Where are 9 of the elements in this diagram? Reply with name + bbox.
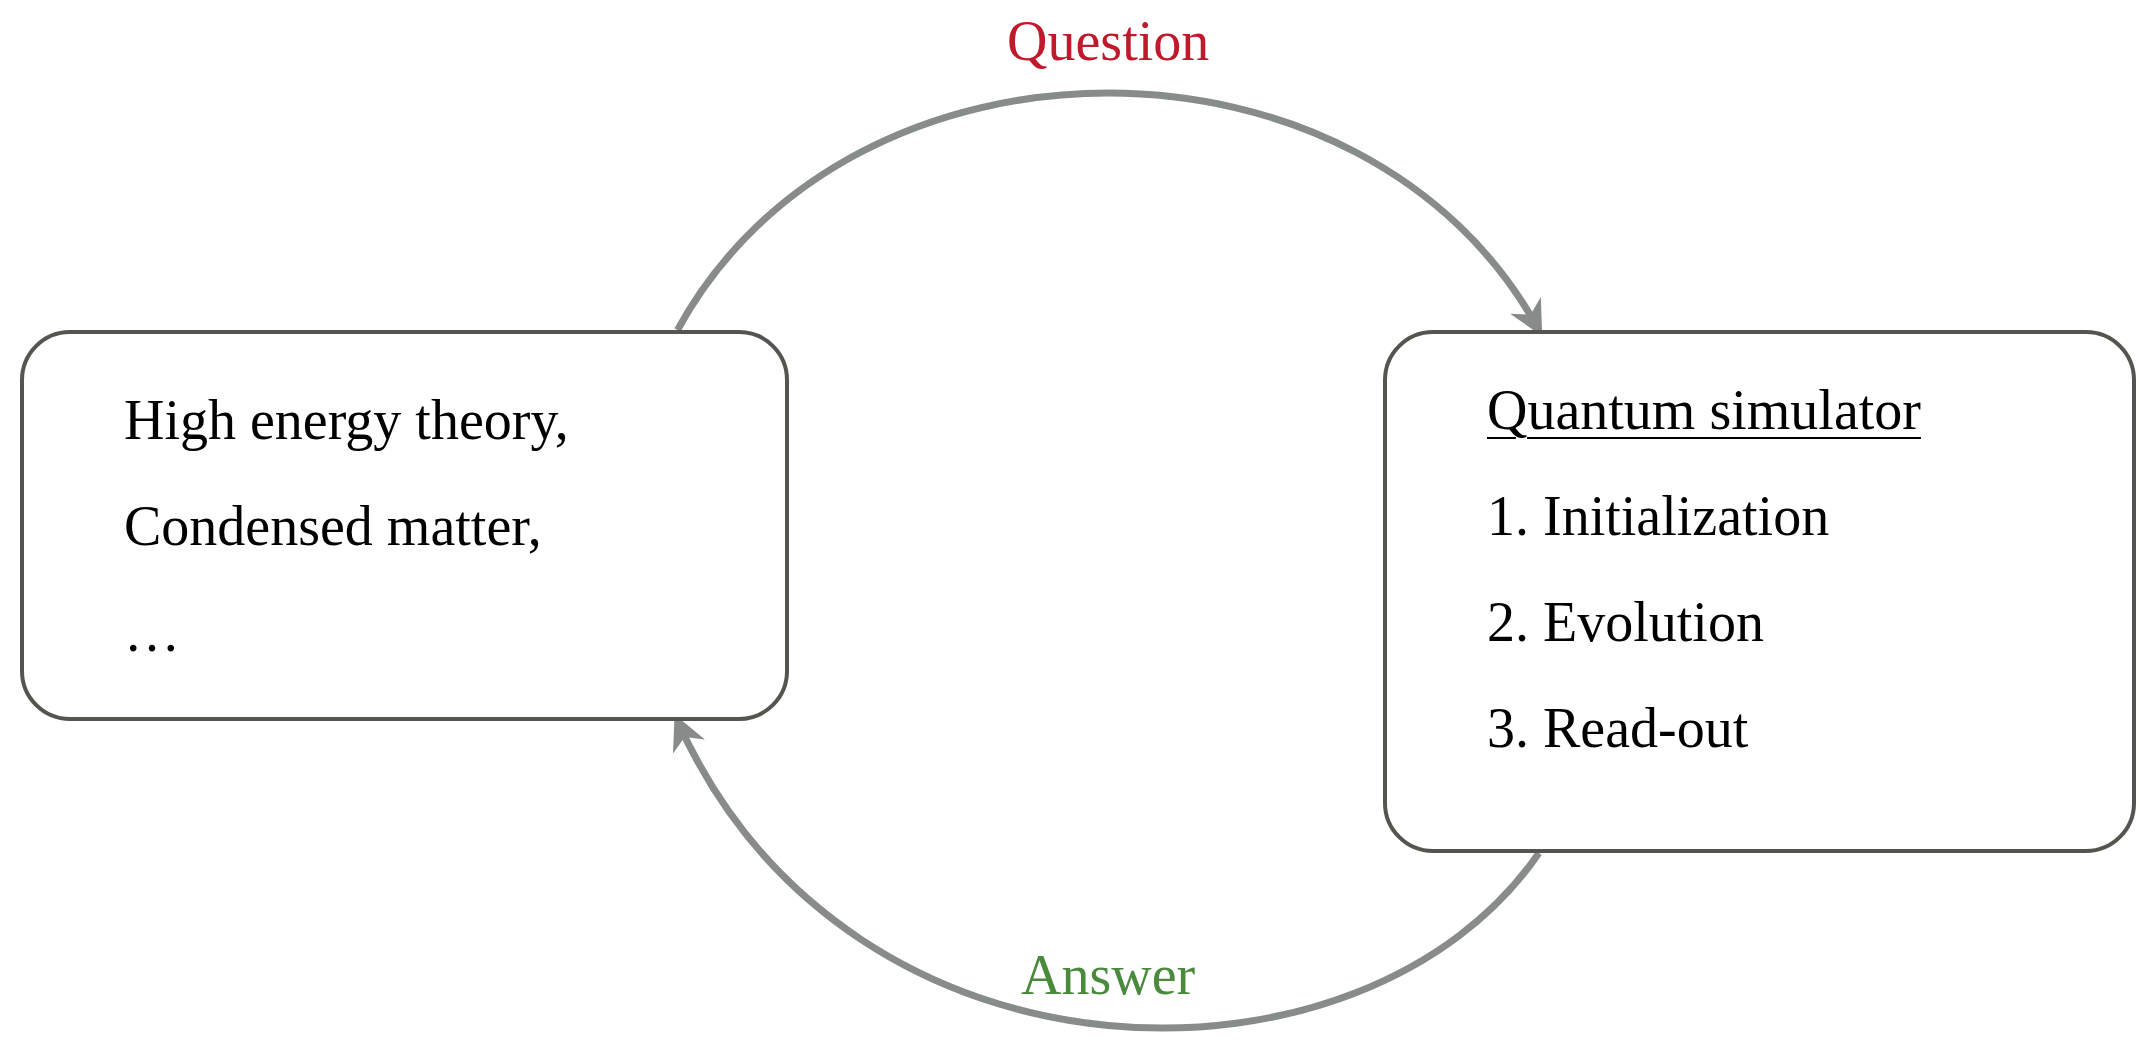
box-text: High energy theory, <box>124 388 569 453</box>
box-text: Condensed matter, <box>124 494 542 559</box>
rounded-box <box>20 330 789 721</box>
box-heading: Quantum simulator <box>1487 378 1921 443</box>
box-text: 2. Evolution <box>1487 590 1764 655</box>
box-text: … <box>124 600 180 665</box>
box-text: 1. Initialization <box>1487 484 1830 549</box>
box-text: 3. Read-out <box>1487 696 1749 761</box>
rounded-box <box>1383 330 2136 853</box>
